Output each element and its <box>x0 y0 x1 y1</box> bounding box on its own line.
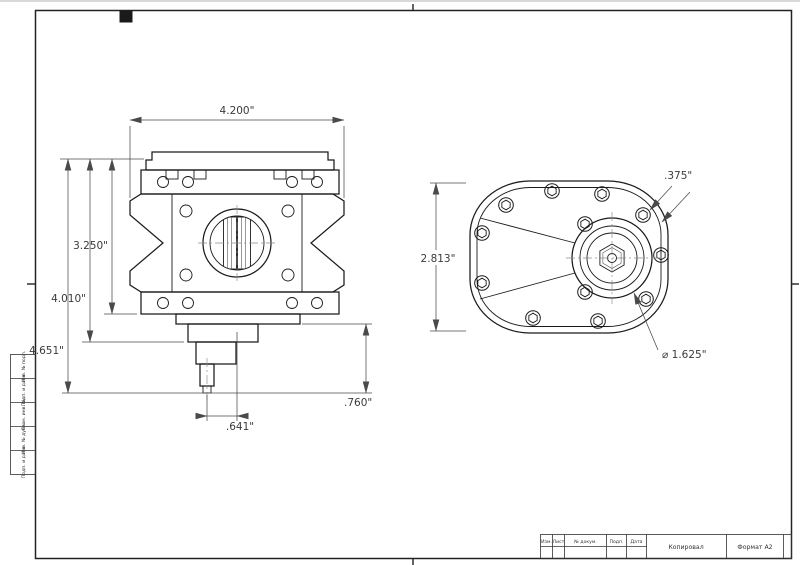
dim-hub-diameter-1625: ⌀ 1.625" <box>633 292 707 361</box>
dim-height-2813: 2.813" <box>417 182 466 332</box>
dim-width-4200: 4.200" <box>129 105 345 198</box>
dim-offset-641: .641" <box>195 332 254 433</box>
front-view <box>469 180 669 334</box>
copied-label: Копировал <box>668 544 703 551</box>
dim-depth-760: .760" <box>302 323 372 409</box>
gear-port <box>198 205 276 281</box>
margin-stamp-label: Инв. № дубл. <box>21 423 27 454</box>
dim-lower-depth-label: .760" <box>344 397 372 409</box>
lower-housing <box>175 313 301 400</box>
dim-hub-diameter-label: ⌀ 1.625" <box>662 349 707 361</box>
border-rect <box>34 9 793 560</box>
centering-marks <box>27 4 799 565</box>
dim-bolt-hole-375: .375" <box>649 170 692 223</box>
front-flange-outline <box>476 187 662 327</box>
side-view <box>129 151 345 400</box>
margin-stamp-label: Подп. и дата <box>21 375 27 406</box>
dim-height-3250: 3.250" <box>60 158 144 315</box>
format-mark <box>119 10 133 23</box>
title-col-izm: Изм. <box>541 539 552 545</box>
gear-housing-wedge <box>479 216 593 300</box>
front-body-outline <box>469 180 669 334</box>
margin-stamps: Инв. № подл. Подп. и дата Взам. инв. № И… <box>10 351 36 478</box>
dim-mid-height-label: 4.010" <box>51 293 86 305</box>
top-plate <box>145 151 335 171</box>
dim-bolt-hole-label: .375" <box>664 170 692 182</box>
dim-flange-height-label: 3.250" <box>73 240 108 252</box>
format-label: Формат А2 <box>737 544 772 551</box>
sheet-frame <box>27 4 799 565</box>
dim-shaft-offset-label: .641" <box>226 421 254 433</box>
margin-stamp-label: Инв. № подл. <box>21 351 27 383</box>
title-col-podp: Подп. <box>610 539 624 545</box>
dim-width-label: 4.200" <box>220 105 255 117</box>
title-block: Изм. Лист № докум. Подп. Дата Копировал … <box>540 534 792 559</box>
margin-stamp-label: Подп. и дата <box>21 447 27 478</box>
title-col-list: Лист <box>553 539 565 545</box>
hub <box>566 212 660 304</box>
dim-total-height-label: 4.651" <box>29 345 64 357</box>
title-col-data: Дата <box>631 539 643 545</box>
title-col-docum: № докум. <box>574 539 597 545</box>
margin-stamp-label: Взам. инв. № <box>21 399 27 430</box>
dim-body-height-label: 2.813" <box>421 253 456 265</box>
upper-flange <box>140 169 340 195</box>
dim-height-4651: 4.651" <box>29 158 372 394</box>
bottom-flange <box>140 291 340 315</box>
